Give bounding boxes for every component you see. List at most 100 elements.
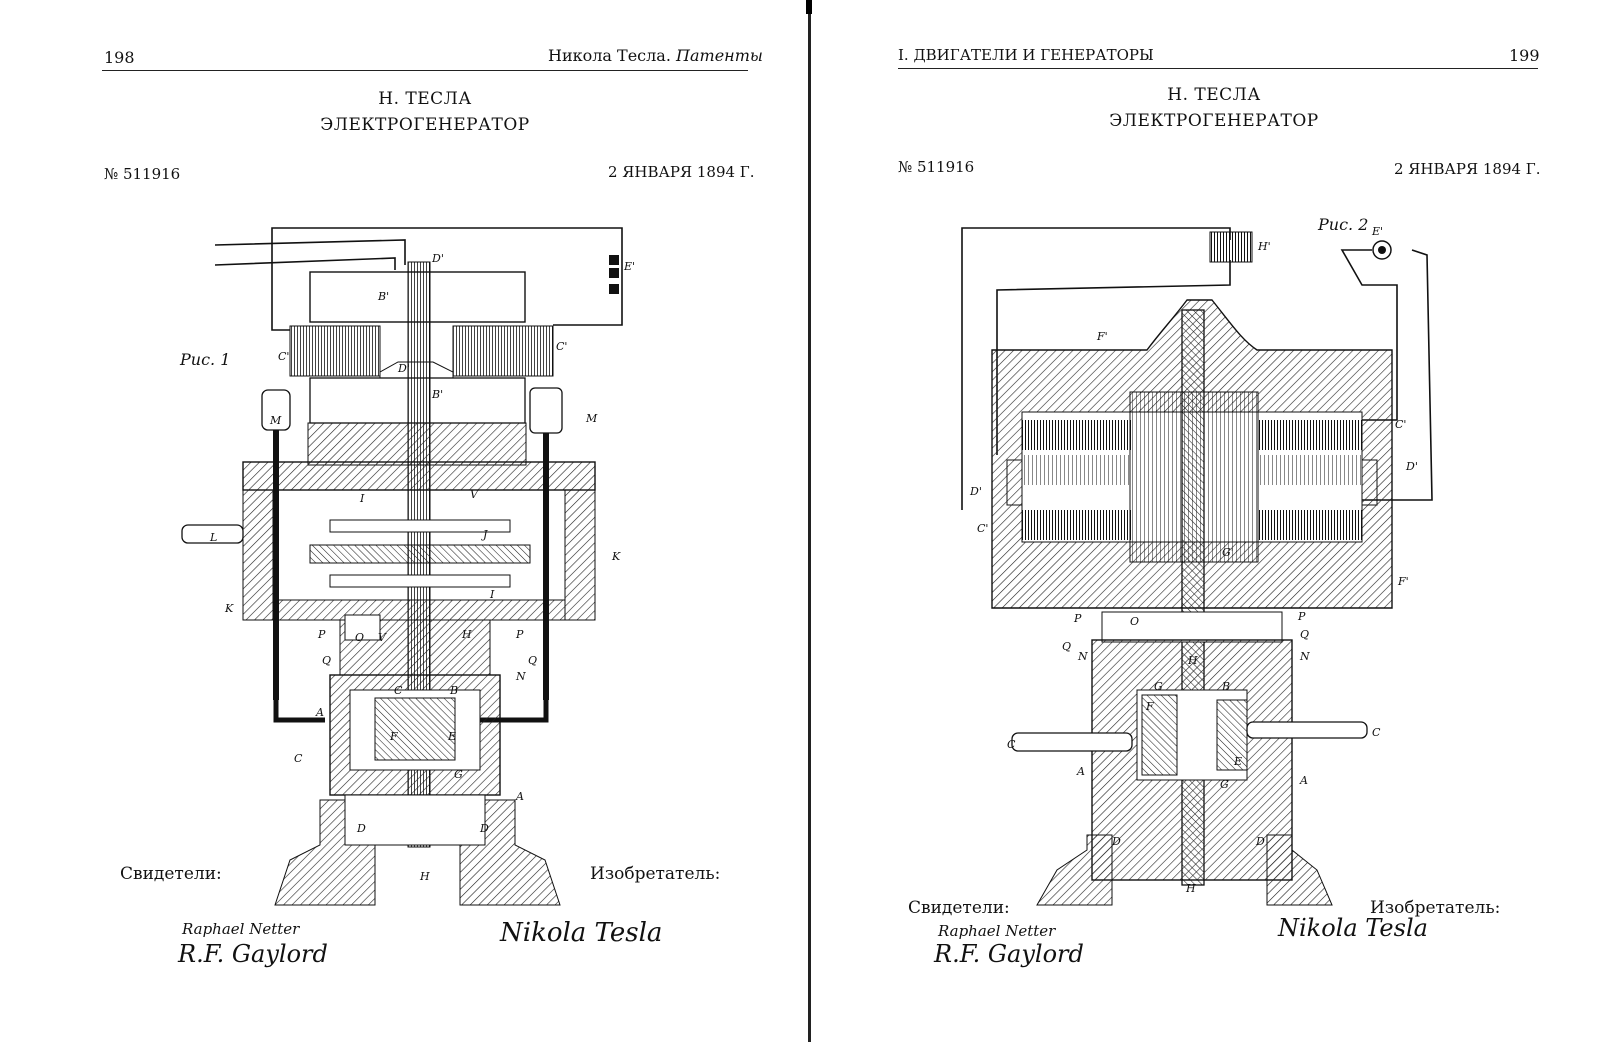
witnesses-label-left: Свидетели:	[120, 864, 222, 884]
figure-part-label: H	[1185, 882, 1196, 895]
figure-part-label: D'	[397, 362, 410, 375]
figure-part-label: E	[1233, 755, 1242, 768]
running-header-right: I. ДВИГАТЕЛИ И ГЕНЕРАТОРЫ	[898, 46, 1154, 64]
figure-2-element-h	[1209, 231, 1253, 263]
figure-part-label: O	[355, 631, 364, 644]
figure-part-label: L	[209, 531, 217, 544]
figure-part-label: B'	[431, 388, 443, 401]
figure-part-label: C'	[556, 340, 567, 353]
figure-part-label: M	[585, 412, 598, 425]
figure-part-label: P	[515, 628, 524, 641]
running-header-title: Патенты	[676, 46, 763, 65]
figure-part-label: I	[359, 492, 365, 505]
figure-part-label: J	[481, 528, 488, 541]
figure-part-label: H'	[1257, 240, 1271, 253]
figure-part-label: C'	[1395, 418, 1406, 431]
figure-part-label: E	[447, 730, 456, 743]
figure-part-label: F'	[1096, 330, 1108, 343]
figure-1-wiring	[214, 227, 623, 331]
figure-caption-right: Рис. 2	[1318, 215, 1369, 234]
figure-part-label: D	[1111, 835, 1121, 848]
figure-2-drawing: H' E' F' C' D' D' C' G' F' P O P Q Q N N…	[961, 225, 1433, 906]
patent-date-left: 2 ЯНВАРЯ 1894 Г.	[608, 163, 755, 181]
left-page: 198 Никола Тесла. Патенты Н. ТЕСЛА ЭЛЕКТ…	[102, 46, 763, 968]
running-header-left: Никола Тесла. Патенты	[548, 46, 763, 65]
figure-part-label: B'	[377, 290, 389, 303]
figure-part-label: D	[1255, 835, 1265, 848]
header-rule-left	[102, 70, 748, 71]
header-rule-right	[898, 68, 1538, 69]
figure-part-label: O	[1130, 615, 1139, 628]
witness-signature-2-left: R.F. Gaylord	[178, 940, 328, 968]
witness-signature-2-right: R.F. Gaylord	[934, 940, 1084, 968]
figure-part-label: C	[1007, 738, 1016, 751]
figure-part-label: G	[1154, 680, 1163, 693]
heading-author-right: Н. ТЕСЛА	[1167, 85, 1261, 105]
figure-part-label: H	[1187, 654, 1198, 667]
figure-part-label: P	[1073, 612, 1082, 625]
figure-part-label: M	[269, 414, 282, 427]
figure-part-label: V	[470, 488, 479, 501]
inventor-signature-right: Nikola Tesla	[1278, 914, 1428, 942]
figure-part-label: K	[611, 550, 621, 563]
figure-part-label: N	[1299, 650, 1310, 663]
figure-part-label: Q	[1062, 640, 1071, 653]
figure-part-label: Q	[528, 654, 537, 667]
figure-part-label: D	[356, 822, 366, 835]
page-number-left: 198	[104, 48, 135, 67]
running-header-author: Никола Тесла.	[548, 46, 671, 65]
figure-part-label: A	[1076, 765, 1085, 778]
figure-part-label: C	[294, 752, 303, 765]
figure-part-label: D'	[969, 485, 982, 498]
figure-part-label: G	[1220, 778, 1229, 791]
figure-part-label: C	[1372, 726, 1381, 739]
witness-signature-1-right: Raphael Netter	[938, 922, 1056, 940]
figure-part-label: G	[454, 768, 463, 781]
witnesses-label-right: Свидетели:	[908, 898, 1010, 918]
inventor-label-right: Изобретатель:	[1370, 898, 1501, 918]
figure-part-label: N	[1077, 650, 1088, 663]
figure-part-label: B	[1221, 680, 1230, 693]
figure-caption-left: Рис. 1	[180, 350, 231, 369]
patent-heading-right: Н. ТЕСЛА ЭЛЕКТРОГЕНЕРАТОР	[1089, 82, 1339, 134]
figure-part-label: G'	[1222, 546, 1234, 559]
patent-number-left: № 511916	[104, 165, 181, 183]
page-number-right: 199	[1509, 46, 1540, 65]
right-page: I. ДВИГАТЕЛИ И ГЕНЕРАТОРЫ 199 Н. ТЕСЛА Э…	[812, 0, 1600, 1042]
figure-part-label: Q	[322, 654, 331, 667]
figure-part-label: H	[419, 870, 430, 883]
inventor-label-left: Изобретатель:	[590, 864, 721, 884]
figure-part-label: C'	[278, 350, 289, 363]
figure-part-label: H	[461, 628, 472, 641]
witness-signature-1-left: Raphael Netter	[182, 920, 300, 938]
figure-part-label: F'	[1397, 575, 1409, 588]
patent-heading-left: Н. ТЕСЛА ЭЛЕКТРОГЕНЕРАТОР	[300, 86, 550, 138]
heading-title-left: ЭЛЕКТРОГЕНЕРАТОР	[320, 115, 530, 135]
figure-part-label: N	[515, 670, 526, 683]
figure-part-label: K	[224, 602, 234, 615]
figure-part-label: D'	[1405, 460, 1418, 473]
inventor-signature-left: Nikola Tesla	[500, 918, 663, 948]
figure-part-label: F	[389, 730, 398, 743]
heading-author-left: Н. ТЕСЛА	[378, 89, 472, 109]
figure-part-label: E'	[623, 260, 635, 273]
figure-part-label: B	[449, 684, 458, 697]
fig1-label: D'	[431, 252, 444, 265]
figure-part-label: A	[515, 790, 524, 803]
figure-part-label: P	[317, 628, 326, 641]
figure-part-label: A	[1299, 774, 1308, 787]
figure-part-label: V	[378, 631, 387, 644]
figure-part-label: F	[1145, 700, 1154, 713]
figure-part-label: A	[315, 706, 324, 719]
book-gutter	[806, 0, 813, 1042]
figure-part-label: C	[394, 684, 403, 697]
figure-part-label: C'	[977, 522, 988, 535]
figure-part-label: E'	[1371, 225, 1383, 238]
figure-2-labels: H' E' F' C' D' D' C' G' F' P O P Q Q N N…	[969, 225, 1418, 895]
figure-part-label: Q	[1300, 628, 1309, 641]
heading-title-right: ЭЛЕКТРОГЕНЕРАТОР	[1109, 111, 1319, 131]
figure-1-drawing: D' E' B' C' C' D' B' M M I V J L K K I P…	[181, 227, 635, 906]
patent-number-right: № 511916	[898, 158, 975, 176]
figure-part-label: I	[489, 588, 495, 601]
figure-1-element-e	[609, 255, 619, 265]
